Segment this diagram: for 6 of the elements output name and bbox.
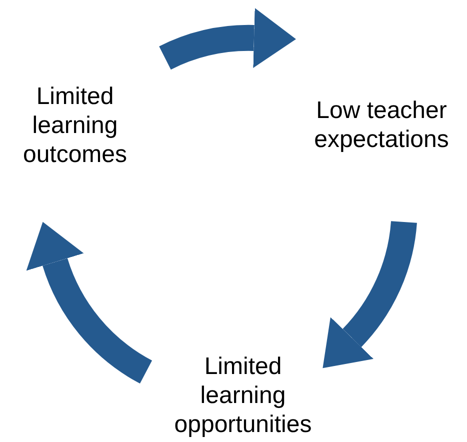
curved-arrow	[26, 222, 153, 384]
curved-arrow	[324, 220, 417, 370]
node-label: Low teacher expectations	[313, 96, 450, 154]
curved-arrow	[160, 8, 296, 70]
node-label: Limited learning outcomes	[22, 82, 128, 169]
node-label: Limited learning opportunities	[173, 352, 313, 439]
